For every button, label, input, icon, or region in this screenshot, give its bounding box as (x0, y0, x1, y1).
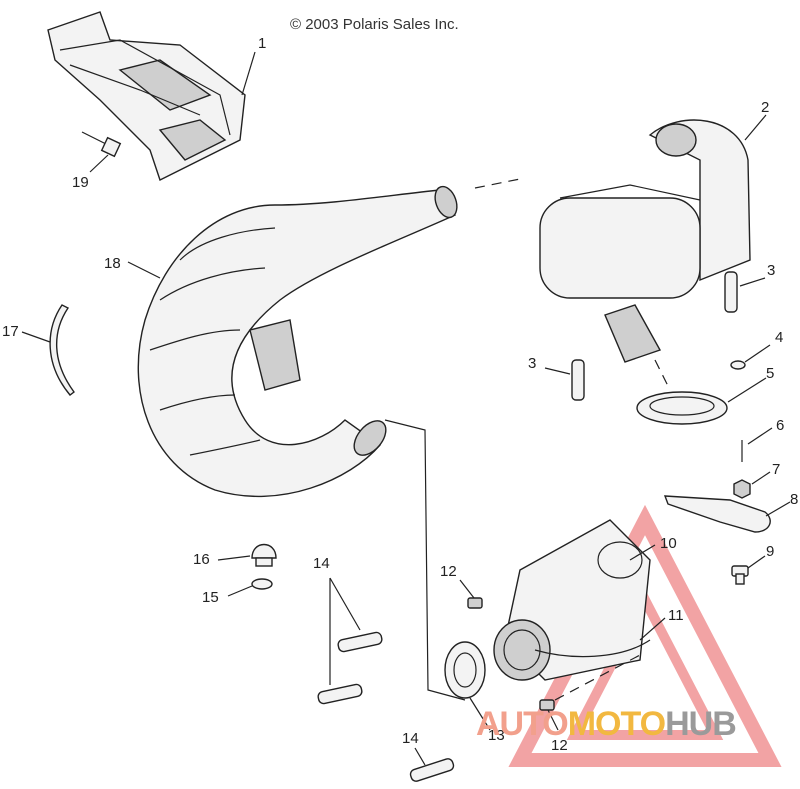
part-clamp-11 (534, 639, 651, 658)
callout-1: 1 (258, 35, 267, 52)
leader-12-top (459, 579, 475, 599)
leader-11 (639, 617, 666, 641)
callout-4: 4 (775, 329, 784, 346)
leader-8 (765, 501, 791, 517)
callout-12: 12 (440, 563, 457, 580)
leader-6 (747, 427, 773, 445)
leader-12-bottom (547, 709, 559, 731)
callout-16: 16 (193, 551, 210, 568)
callout-13: 13 (488, 727, 505, 744)
part-washer-4 (730, 360, 746, 370)
leader-5 (727, 377, 767, 403)
part-cap-16 (251, 543, 277, 567)
part-expansion-chamber (137, 185, 458, 498)
callout-10: 10 (660, 535, 677, 552)
leader-2 (744, 114, 767, 141)
callout-19: 19 (72, 174, 89, 191)
leader-18 (127, 261, 161, 279)
leader-7 (751, 471, 771, 485)
callout-17: 17 (2, 323, 19, 340)
part-bracket-8 (663, 495, 771, 533)
callout-12: 12 (551, 737, 568, 754)
leader-17 (21, 331, 51, 343)
callout-9: 9 (766, 543, 775, 560)
part-bolt-9 (731, 565, 749, 585)
logo-part-hub: HUB (665, 705, 737, 743)
leader-14-a (329, 577, 361, 631)
leader-3-left (544, 367, 571, 375)
callout-5: 5 (766, 365, 775, 382)
callout-18: 18 (104, 255, 121, 272)
callout-8: 8 (790, 491, 799, 508)
leader-15 (227, 585, 253, 597)
part-screw-12-top (467, 597, 483, 609)
callout-3: 3 (528, 355, 537, 372)
part-grommet-15 (251, 578, 273, 590)
bracket-line-13 (384, 419, 466, 701)
leader-9 (747, 555, 766, 569)
callout-11: 11 (668, 607, 684, 624)
callout-14: 14 (313, 555, 330, 572)
callout-14: 14 (402, 730, 419, 747)
leader-13 (469, 697, 491, 731)
part-spring-3-right (724, 271, 738, 313)
part-manifold-10 (493, 519, 651, 681)
leader-10 (629, 544, 656, 561)
leader-3-right (739, 277, 766, 287)
logo-part-auto: AUTO (476, 705, 569, 743)
leader-4 (744, 344, 771, 363)
part-mounting-bracket (47, 11, 246, 181)
callout-2: 2 (761, 99, 770, 116)
logo-part-moto: MOTO (567, 705, 666, 743)
part-strap-17 (49, 304, 75, 396)
part-bolt-19 (81, 131, 122, 158)
callout-6: 6 (776, 417, 785, 434)
part-gasket-5 (636, 391, 728, 425)
dash-pipe-silencer (474, 177, 526, 189)
leader-1 (241, 51, 256, 96)
part-screw-12-bottom (539, 699, 555, 711)
copyright-text: © 2003 Polaris Sales Inc. (290, 16, 459, 33)
part-silencer (539, 119, 751, 363)
part-seal-13 (444, 641, 486, 699)
callout-15: 15 (202, 589, 219, 606)
part-spring-3-left (571, 359, 585, 401)
callout-3: 3 (767, 262, 776, 279)
part-nut-7 (733, 479, 751, 499)
leader-14-c (414, 747, 426, 766)
leader-19 (89, 154, 109, 173)
dash-silencer-gasket (654, 359, 671, 391)
watermark-logo: AUTOMOTOHUB (476, 705, 737, 744)
part-springs-14 (317, 631, 455, 782)
leader-16 (217, 555, 251, 561)
callout-7: 7 (772, 461, 781, 478)
